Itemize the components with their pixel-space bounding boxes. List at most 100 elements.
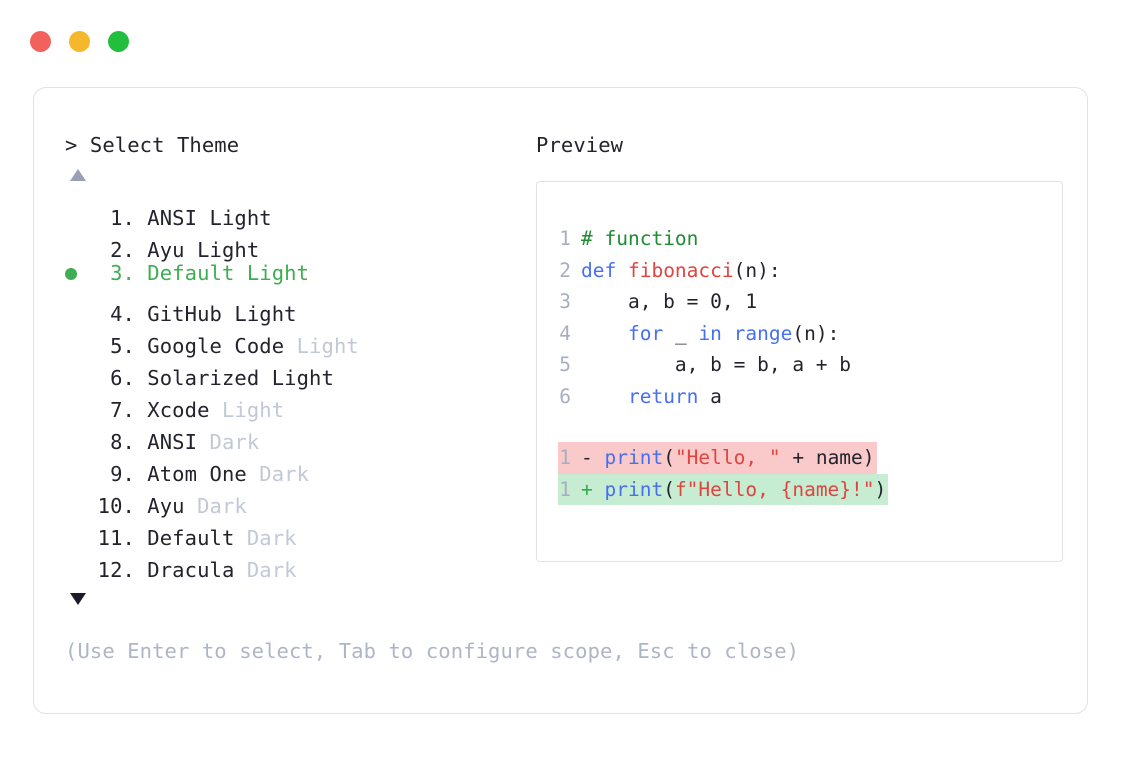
diff-sample: 1- print("Hello, " + name)1+ print(f"Hel…: [537, 442, 1062, 505]
theme-list-item[interactable]: 8. ANSI Dark: [65, 417, 535, 454]
code-token: _: [663, 321, 699, 345]
selection-bullet-cell: [65, 545, 91, 577]
selection-bullet-cell: [65, 417, 91, 449]
theme-list-item[interactable]: 1.ANSI Light: [65, 193, 535, 230]
theme-list-item[interactable]: 4. GitHub Light: [65, 289, 535, 326]
theme-name: Xcode: [147, 398, 210, 422]
theme-index: 6.: [110, 366, 135, 390]
code-line: 1# function: [558, 223, 1062, 255]
code-token: print: [604, 446, 664, 469]
theme-name: ANSI Light: [147, 206, 272, 230]
theme-index: 10.: [97, 494, 135, 518]
close-dot[interactable]: [30, 31, 51, 52]
code-token: a, b = 0, 1: [581, 290, 758, 313]
theme-list-item[interactable]: 3.Default Light: [65, 257, 535, 289]
theme-variant: Dark: [197, 430, 260, 454]
selected-bullet-icon: [65, 268, 77, 280]
line-number: 5: [559, 353, 571, 376]
code-token: f"Hello, {name}!": [674, 477, 875, 501]
theme-name: Default Light: [147, 261, 310, 285]
code-token: "Hello, ": [674, 446, 781, 469]
triangle-up-icon[interactable]: [70, 169, 86, 181]
code-token: in: [698, 321, 722, 345]
diff-line-del: 1- print("Hello, " + name): [558, 442, 1062, 474]
line-number: 2: [559, 258, 571, 282]
triangle-down-icon[interactable]: [70, 593, 86, 605]
theme-index: 8.: [110, 430, 135, 454]
theme-list-item[interactable]: 2. Ayu Light: [65, 225, 535, 262]
selection-bullet-cell: [65, 449, 91, 481]
theme-name: Ayu Light: [147, 238, 260, 262]
theme-index: 5.: [110, 334, 135, 358]
selection-bullet-cell: [65, 353, 91, 385]
selection-bullet-cell: [65, 513, 91, 545]
code-line: 3 a, b = 0, 1: [558, 286, 1062, 318]
diff-marker: +: [581, 477, 605, 501]
diff-line-content: 1 + print(f"Hello, {name}!"): [558, 473, 889, 505]
theme-name: GitHub Light: [147, 302, 297, 326]
diff-line-add: 1 + print(f"Hello, {name}!"): [558, 473, 1062, 505]
theme-list-item[interactable]: 9.Atom One Dark: [65, 449, 535, 486]
code-line: 6 return a: [558, 381, 1062, 413]
theme-index: 9.: [110, 462, 135, 486]
preview-heading: Preview: [536, 133, 624, 157]
code-token: a, b = b, a + b: [581, 353, 852, 376]
code-token: (: [663, 477, 675, 501]
prompt-heading: > Select Theme: [65, 133, 240, 157]
code-token: [581, 385, 628, 408]
theme-variant: Light: [284, 334, 359, 358]
code-line: 4 for _ in range(n):: [558, 318, 1062, 350]
minimize-dot[interactable]: [69, 31, 90, 52]
code-token: print: [604, 477, 664, 501]
code-token: [722, 322, 734, 345]
line-number: 1: [559, 477, 571, 501]
code-token: return: [627, 384, 699, 408]
theme-list-item[interactable]: 5. Google Code Light: [65, 321, 535, 358]
code-token: fibonacci: [627, 258, 734, 282]
theme-index: 11.: [97, 526, 135, 550]
line-number: 6: [559, 384, 571, 408]
theme-index: 12.: [97, 558, 135, 582]
theme-name: Google Code: [147, 334, 285, 358]
selection-bullet-cell: [65, 481, 91, 513]
code-token: # function: [581, 227, 699, 250]
theme-name: Solarized Light: [147, 366, 334, 390]
theme-index: 4.: [110, 302, 135, 326]
theme-list-item[interactable]: 12.Dracula Dark: [65, 545, 535, 582]
maximize-dot[interactable]: [108, 31, 129, 52]
line-number: 1: [559, 446, 571, 469]
code-token: + name): [780, 446, 875, 469]
selection-bullet-cell: [65, 321, 91, 353]
code-token: ): [874, 477, 887, 501]
theme-name: ANSI: [147, 430, 198, 454]
theme-name: Atom One: [147, 462, 247, 486]
selection-bullet-cell: [65, 258, 91, 290]
theme-list-item[interactable]: 11.Default Dark: [65, 513, 535, 550]
theme-index: 7.: [110, 398, 135, 422]
theme-variant: Light: [209, 398, 285, 422]
theme-name: Ayu: [147, 494, 185, 518]
theme-variant: Dark: [184, 494, 247, 518]
selection-bullet-cell: [65, 385, 91, 417]
code-token: [581, 322, 628, 345]
code-token: range: [733, 321, 793, 345]
theme-list-item[interactable]: 10. Ayu Dark: [65, 481, 535, 518]
theme-variant: Dark: [234, 526, 297, 550]
theme-name: Dracula: [147, 558, 235, 582]
theme-list-item[interactable]: 6. Solarized Light: [65, 353, 535, 390]
theme-list-item[interactable]: 7. Xcode Light: [65, 385, 535, 422]
selection-bullet-cell: [65, 289, 91, 321]
code-token: def: [581, 258, 628, 282]
selection-bullet-cell: [65, 225, 91, 257]
code-token: (: [663, 446, 675, 469]
theme-index: 2.: [110, 238, 135, 262]
diff-marker: -: [581, 446, 605, 469]
keyboard-hint: (Use Enter to select, Tab to configure s…: [65, 639, 800, 663]
diff-line-content: 1- print("Hello, " + name): [558, 442, 877, 474]
code-token: a: [698, 384, 722, 408]
